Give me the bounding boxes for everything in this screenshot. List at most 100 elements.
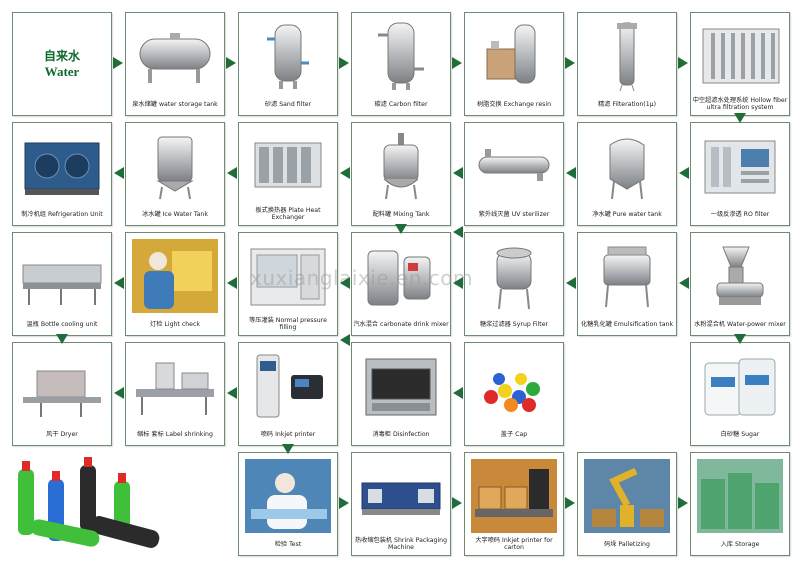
pure-water-tank-icon bbox=[609, 138, 645, 200]
step-label: 检验 Test bbox=[274, 540, 302, 548]
step-syrup-filter: 糖浆过滤器 Syrup Filter bbox=[464, 232, 564, 336]
step-label: 水粉混合机 Water-power mixer bbox=[694, 320, 786, 328]
step-label: 白砂糖 Sugar bbox=[720, 430, 760, 438]
step-carton-printer: 大字喷码 Inkjet printer for carton bbox=[464, 452, 564, 556]
step-label: 板式换热器 Plate Heat Exchanger bbox=[255, 207, 321, 221]
step-label: 配料罐 Mixing Tank bbox=[372, 210, 430, 218]
carton-inkjet-icon bbox=[471, 459, 557, 533]
step-filtration: 精滤 Filteration(1μ) bbox=[577, 12, 677, 116]
step-label: 精滤 Filteration(1μ) bbox=[597, 100, 656, 108]
step-storage-tank: 泉水储罐 water storage tank bbox=[125, 12, 225, 116]
flow-arrow-right bbox=[565, 57, 575, 69]
precision-filter-icon bbox=[617, 22, 637, 92]
step-label: 碳滤 Carbon filter bbox=[374, 100, 428, 108]
step-label: 等压灌装 Normal pressure filling bbox=[249, 317, 327, 331]
step-label: 灯检 Light check bbox=[150, 320, 200, 328]
refrigeration-unit-icon bbox=[24, 142, 100, 195]
step-label: 消毒柜 Disinfection bbox=[372, 430, 430, 438]
step-inkjet-printer: 喷码 Inkjet printer bbox=[238, 342, 338, 446]
step-ultrafiltration: 中空超滤水处理系统 Hollow fiber ultra filtration … bbox=[690, 12, 790, 116]
step-label: 温瓶 Bottle cooling unit bbox=[26, 320, 98, 328]
flow-arrow-left bbox=[340, 334, 350, 346]
step-water: 自来水 Water bbox=[12, 12, 112, 116]
light-check-icon bbox=[132, 239, 218, 313]
step-shrink-packaging: 热收缩包装机 Shrink Packaging Machine bbox=[351, 452, 451, 556]
flow-arrow-down bbox=[395, 224, 407, 234]
exchange-resin-icon bbox=[486, 24, 536, 84]
step-label: 糖浆过滤器 Syrup Filter bbox=[479, 320, 549, 328]
step-uv-sterilizer: 紫外线灭菌 UV sterilizer bbox=[464, 122, 564, 226]
watermark-text: xuxianglaixie.en.com bbox=[250, 266, 474, 290]
step-label: 化糖乳化罐 Emulsification tank bbox=[580, 320, 674, 328]
step-dryer: 风干 Dryer bbox=[12, 342, 112, 446]
step-test: 检验 Test bbox=[238, 452, 338, 556]
bottle-cooling-icon bbox=[22, 264, 102, 305]
sand-filter-icon bbox=[267, 24, 309, 89]
flow-arrow-left bbox=[679, 167, 689, 179]
step-sugar: 白砂糖 Sugar bbox=[690, 342, 790, 446]
step-label: 码垛 Palletizing bbox=[604, 540, 650, 548]
inkjet-printer-icon bbox=[256, 354, 323, 418]
flow-arrow-right bbox=[113, 57, 123, 69]
step-label: 制冷机组 Refrigeration Unit bbox=[21, 210, 103, 218]
flow-arrow-left bbox=[453, 167, 463, 179]
warehouse-storage-icon bbox=[697, 459, 783, 533]
dryer-icon bbox=[23, 370, 101, 417]
water-title-cn: 自来水 bbox=[43, 48, 80, 63]
step-label: 缩标 套标 Label shrinking bbox=[137, 430, 213, 438]
uv-sterilizer-icon bbox=[478, 149, 550, 181]
flow-arrow-right bbox=[339, 497, 349, 509]
flow-arrow-left bbox=[227, 387, 237, 399]
step-label-shrinking: 缩标 套标 Label shrinking bbox=[125, 342, 225, 446]
step-label: 树脂交换 Exchange resin bbox=[477, 100, 551, 108]
shrink-packaging-icon bbox=[361, 482, 441, 515]
bottled-drinks-image bbox=[18, 457, 160, 548]
step-exchange-resin: 树脂交换 Exchange resin bbox=[464, 12, 564, 116]
filling-machine-icon bbox=[250, 248, 326, 306]
step-label: 冰水罐 Ice Water Tank bbox=[142, 210, 208, 218]
powder-mixer-icon bbox=[716, 246, 764, 305]
flow-arrow-down bbox=[734, 334, 746, 344]
label-shrinking-icon bbox=[136, 362, 214, 415]
step-sand-filter: 砂滤 Sand filter bbox=[238, 12, 338, 116]
flow-arrow-down bbox=[282, 444, 294, 454]
step-disinfection: 消毒柜 Disinfection bbox=[351, 342, 451, 446]
step-heat-exchanger: 板式换热器 Plate Heat Exchanger bbox=[238, 122, 338, 226]
step-label: 热收缩包装机 Shrink Packaging Machine bbox=[354, 537, 448, 551]
flow-arrow-left bbox=[227, 277, 237, 289]
flow-arrow-left bbox=[566, 167, 576, 179]
disinfection-cabinet-icon bbox=[365, 358, 437, 416]
step-label: 净水罐 Pure water tank bbox=[592, 210, 662, 218]
step-label: 砂滤 Sand filter bbox=[264, 100, 312, 108]
step-label: 紫外线灭菌 UV sterilizer bbox=[478, 210, 550, 218]
flow-arrow-left bbox=[340, 277, 350, 289]
carbonate-mixer-icon bbox=[367, 250, 431, 306]
flow-arrow-left bbox=[566, 277, 576, 289]
step-palletizing: 码垛 Palletizing bbox=[577, 452, 677, 556]
carbon-filter-icon bbox=[378, 22, 424, 90]
flow-arrow-down bbox=[734, 113, 746, 123]
step-light-check: 灯检 Light check bbox=[125, 232, 225, 336]
step-label: 入库 Storage bbox=[720, 540, 760, 548]
step-pure-water-tank: 净水罐 Pure water tank bbox=[577, 122, 677, 226]
flow-arrow-right bbox=[452, 497, 462, 509]
step-ice-water-tank: 冰水罐 Ice Water Tank bbox=[125, 122, 225, 226]
flow-arrow-left bbox=[453, 226, 463, 238]
water-title-en: Water bbox=[44, 63, 80, 79]
flow-arrow-left bbox=[679, 277, 689, 289]
flow-arrow-left bbox=[453, 277, 463, 289]
step-label: 大字喷码 Inkjet printer for carton bbox=[475, 537, 553, 551]
flow-arrow-right bbox=[339, 57, 349, 69]
plate-heat-exchanger-icon bbox=[254, 142, 322, 188]
ultrafiltration-system-icon bbox=[702, 28, 780, 84]
step-carbon-filter: 碳滤 Carbon filter bbox=[351, 12, 451, 116]
flow-arrow-left bbox=[114, 277, 124, 289]
step-cap: 盖子 Cap bbox=[464, 342, 564, 446]
step-storage: 入库 Storage bbox=[690, 452, 790, 556]
step-label: 汽水混合 carbonate drink mixer bbox=[353, 320, 449, 328]
storage-tank-icon bbox=[139, 33, 211, 83]
step-label: 一级反渗透 RO filter bbox=[710, 210, 770, 218]
step-label: 盖子 Cap bbox=[500, 430, 528, 438]
test-inspection-icon bbox=[245, 459, 331, 533]
flow-arrow-left bbox=[114, 387, 124, 399]
